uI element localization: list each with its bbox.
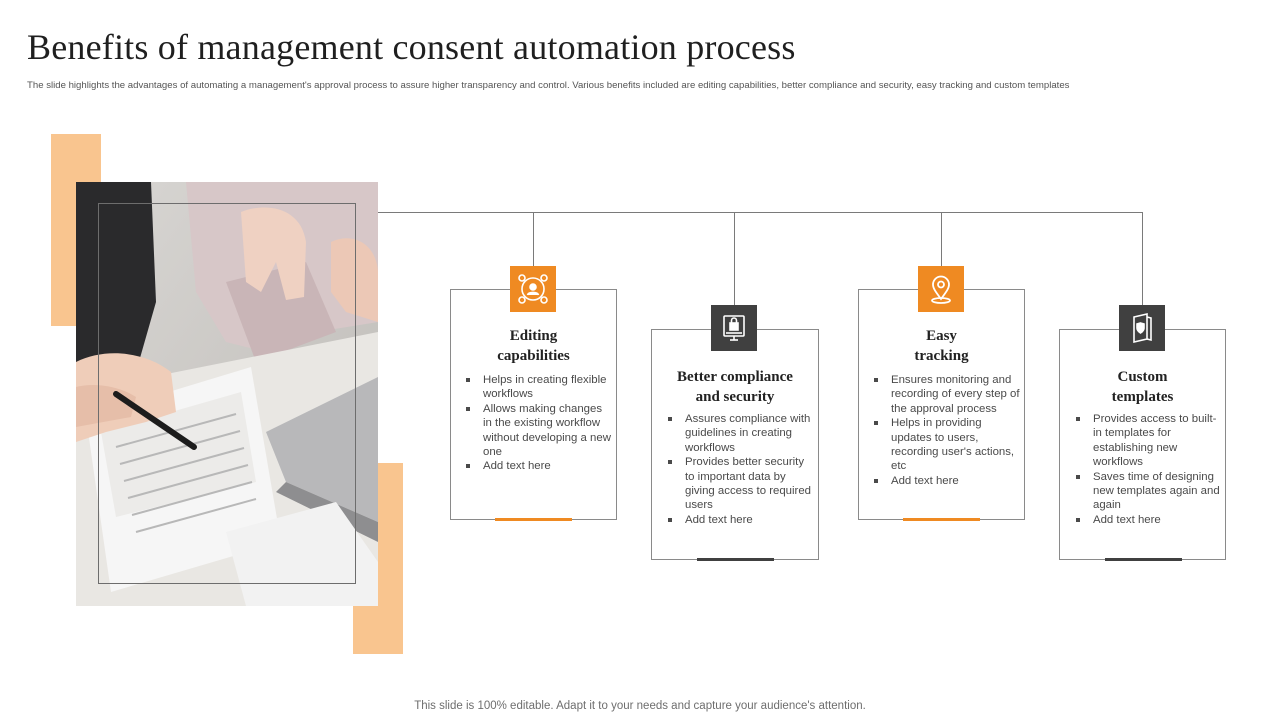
list-item: Provides better security to important da… (666, 455, 816, 513)
list-item: Helps in providing updates to users, rec… (872, 416, 1024, 474)
location-pin-icon (931, 275, 951, 304)
card-title: Editing capabilities (497, 328, 570, 364)
icon-box-tracking (918, 266, 964, 312)
people-reviewing-documents-photo (76, 182, 378, 606)
list-item: Add text here (1074, 513, 1224, 527)
connector-card-1 (533, 212, 534, 267)
card-accent-bar (495, 518, 572, 521)
list-item: Add text here (872, 474, 1024, 488)
icon-box-compliance (711, 305, 757, 351)
document-shield-icon (1133, 312, 1152, 344)
list-item: Add text here (666, 513, 816, 527)
list-item: Helps in creating flexible workflows (464, 373, 614, 402)
connector-card-2 (734, 212, 735, 306)
card-bullet-list: Provides access to built-in templates fo… (1074, 412, 1224, 527)
list-item: Saves time of designing new templates ag… (1074, 470, 1224, 513)
list-item: Ensures monitoring and recording of ever… (872, 373, 1024, 416)
card-title: Custom templates (1111, 369, 1174, 405)
benefit-card-compliance: Better compliance and security Assures c… (651, 329, 819, 561)
benefit-card-tracking: Easy tracking Ensures monitoring and rec… (858, 289, 1025, 521)
slide-title: Benefits of management consent automatio… (27, 27, 796, 67)
card-accent-bar (903, 518, 980, 521)
slide-footer: This slide is 100% editable. Adapt it to… (414, 700, 866, 712)
list-item: Allows making changes in the existing wo… (464, 402, 614, 460)
card-title: Better compliance and security (677, 369, 793, 405)
photo-frame-outline (98, 203, 356, 584)
secure-monitor-lock-icon (723, 315, 745, 341)
benefit-card-templates: Custom templates Provides access to buil… (1059, 329, 1226, 561)
slide-subtitle: The slide highlights the advantages of a… (27, 80, 1070, 91)
card-bullet-list: Ensures monitoring and recording of ever… (872, 373, 1024, 488)
network-people-icon (518, 274, 548, 304)
benefit-card-editing: Editing capabilities Helps in creating f… (450, 289, 617, 521)
connector-horizontal (378, 212, 1143, 213)
list-item: Assures compliance with guidelines in cr… (666, 412, 816, 455)
connector-card-4 (1142, 212, 1143, 306)
card-accent-bar (697, 558, 774, 561)
icon-box-templates (1119, 305, 1165, 351)
card-title: Easy tracking (914, 328, 969, 364)
card-bullet-list: Helps in creating flexible workflows All… (464, 373, 614, 474)
card-bullet-list: Assures compliance with guidelines in cr… (666, 412, 816, 527)
list-item: Provides access to built-in templates fo… (1074, 412, 1224, 470)
connector-card-3 (941, 212, 942, 267)
list-item: Add text here (464, 459, 614, 473)
icon-box-editing (510, 266, 556, 312)
card-accent-bar (1105, 558, 1182, 561)
